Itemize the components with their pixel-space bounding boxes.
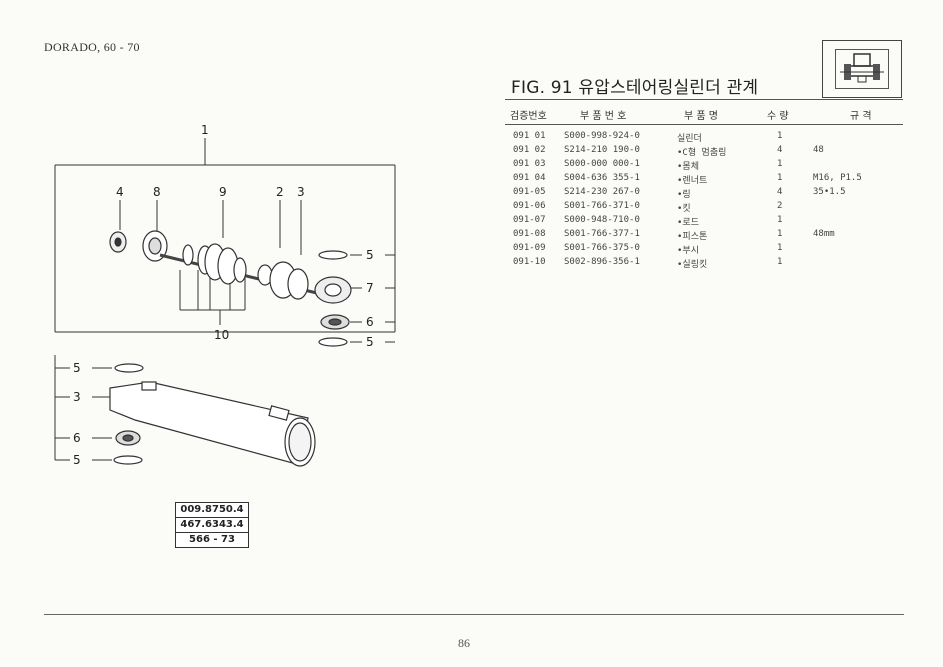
cell-ref: 091-06 — [513, 201, 546, 211]
cell-ref: 091-07 — [513, 215, 546, 225]
cell-qty: 1 — [777, 257, 783, 267]
cell-part: S001-766-375-0 — [564, 243, 640, 253]
cell-name: •부시 — [677, 246, 699, 256]
cell-name: •렌너트 — [677, 176, 708, 186]
col-header-part-number: 부 품 번 호 — [580, 111, 627, 122]
page-number: 86 — [458, 636, 470, 650]
callout-5-right-top: 5 — [366, 248, 374, 262]
cell-part: S002-896-356-1 — [564, 257, 640, 267]
cell-part: S001-766-371-0 — [564, 201, 640, 211]
cell-ref: 091-10 — [513, 257, 546, 267]
cell-name: 실린더 — [677, 134, 702, 144]
cell-qty: 1 — [777, 243, 783, 253]
cell-ref: 091 03 — [513, 159, 546, 169]
cell-spec: 35•1.5 — [813, 187, 846, 197]
cell-ref: 091 02 — [513, 145, 546, 155]
callout-3-left: 3 — [73, 390, 81, 404]
cell-part: S001-766-377-1 — [564, 229, 640, 239]
callout-7: 7 — [366, 281, 374, 295]
callout-9: 9 — [219, 185, 227, 199]
cell-name: •킷 — [677, 204, 691, 214]
reference-code: 009.8750.4 — [176, 503, 248, 518]
cell-qty: 2 — [777, 201, 783, 211]
cell-name: •실링킷 — [677, 260, 708, 270]
table-top-rule — [505, 99, 903, 100]
cell-name: •로드 — [677, 218, 699, 228]
table-header-rule — [505, 124, 903, 125]
reference-code: 467.6343.4 — [176, 518, 248, 533]
cell-part: S000-948-710-0 — [564, 215, 640, 225]
cell-part: S000-000 000-1 — [564, 159, 640, 169]
cell-spec: 48 — [813, 145, 824, 155]
callout-1: 1 — [201, 123, 209, 137]
col-header-ref: 검증번호 — [510, 111, 547, 122]
cell-name: •C형 멈춤링 — [677, 148, 727, 158]
cell-part: S214-210 190-0 — [564, 145, 640, 155]
callout-5-right-bottom: 5 — [366, 335, 374, 349]
col-header-spec: 규 격 — [850, 111, 872, 122]
callout-2: 2 — [276, 185, 284, 199]
col-header-part-name: 부 품 명 — [684, 111, 718, 122]
cell-qty: 1 — [777, 215, 783, 225]
figure-title: FIG. 91 유압스테어링실린더 관계 — [511, 78, 759, 98]
cell-spec: M16, P1.5 — [813, 173, 862, 183]
cell-qty: 4 — [777, 187, 783, 197]
callout-8: 8 — [153, 185, 161, 199]
callout-10: 10 — [214, 328, 229, 342]
cell-ref: 091-09 — [513, 243, 546, 253]
footer-rule — [44, 614, 904, 615]
tractor-logo-box — [822, 40, 902, 98]
callout-5-left-bottom: 5 — [73, 453, 81, 467]
cell-ref: 091 04 — [513, 173, 546, 183]
cell-part: S004-636 355-1 — [564, 173, 640, 183]
cell-ref: 091-05 — [513, 187, 546, 197]
callout-5-left-top: 5 — [73, 361, 81, 375]
cell-ref: 091-08 — [513, 229, 546, 239]
cell-part: S000-998-924-0 — [564, 131, 640, 141]
cell-qty: 1 — [777, 131, 783, 141]
cell-qty: 4 — [777, 145, 783, 155]
callout-3: 3 — [297, 185, 305, 199]
reference-codes-box: 009.8750.4 467.6343.4 566 - 73 — [175, 502, 249, 548]
exploded-cylinder-diagram: 1 4 8 9 2 3 5 7 6 5 10 5 3 6 5 — [54, 123, 396, 467]
callout-4: 4 — [116, 185, 124, 199]
cell-spec: 48mm — [813, 229, 835, 239]
cell-name: •피스톤 — [677, 232, 708, 242]
cell-qty: 1 — [777, 229, 783, 239]
reference-code: 566 - 73 — [189, 534, 235, 545]
cell-part: S214-230 267-0 — [564, 187, 640, 197]
col-header-qty: 수 량 — [767, 111, 789, 122]
callout-6-right: 6 — [366, 315, 374, 329]
cell-name: •몸체 — [677, 162, 699, 172]
cell-qty: 1 — [777, 159, 783, 169]
tractor-icon — [835, 49, 889, 89]
cell-name: •링 — [677, 190, 691, 200]
model-heading: DORADO, 60 - 70 — [44, 40, 140, 54]
cell-ref: 091 01 — [513, 131, 546, 141]
callout-6-left: 6 — [73, 431, 81, 445]
cell-qty: 1 — [777, 173, 783, 183]
